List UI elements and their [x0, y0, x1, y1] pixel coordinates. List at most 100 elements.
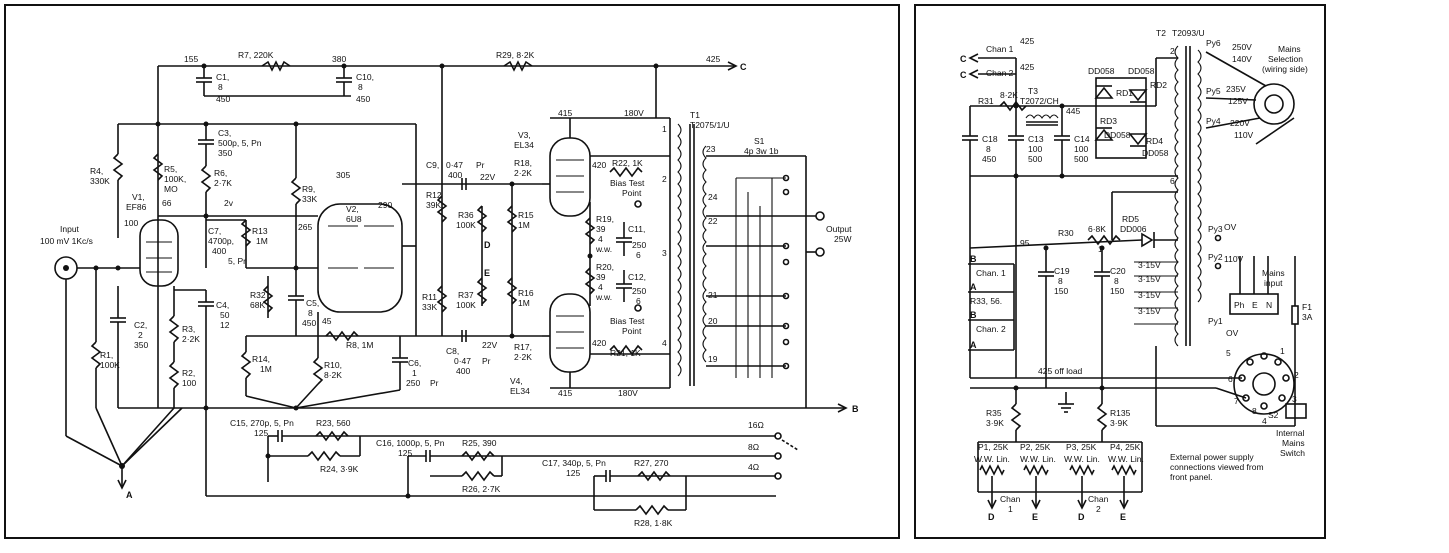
chan-1-num: 1 — [1008, 504, 1013, 514]
r20-watts: 4 — [598, 282, 603, 292]
r19-type: w.w. — [595, 244, 612, 254]
t2-pin-2: 2 — [1170, 46, 1175, 56]
t1-ref: T1 — [690, 110, 700, 120]
octal-pin-5: 5 — [1226, 348, 1231, 358]
r3-value: 2·2K — [182, 334, 200, 344]
c3-ref: C3, — [218, 128, 231, 138]
c17-label: C17, 340p, 5, Pn — [542, 458, 606, 468]
c2-value: 2 — [138, 330, 143, 340]
c5-voltage: 450 — [302, 318, 316, 328]
py3: Py3 — [1208, 224, 1223, 234]
r23-label: R23, 560 — [316, 418, 351, 428]
c18-ref: C18 — [982, 134, 998, 144]
c2-ref: C2, — [134, 320, 147, 330]
c7-value: 4700p, — [208, 236, 234, 246]
t3-type: T2072/CH — [1020, 96, 1059, 106]
c1-value: 8 — [218, 82, 223, 92]
node-22v-bottom: 22V — [482, 340, 497, 350]
bias-test-top-2: Point — [622, 188, 642, 198]
s2-label-3: Switch — [1280, 448, 1305, 458]
r18-ref: R18, — [514, 158, 532, 168]
py1: Py1 — [1208, 316, 1223, 326]
r28-label: R28, 1·8K — [634, 518, 673, 528]
r16-ref: R16 — [518, 288, 534, 298]
r4-ref: R4, — [90, 166, 103, 176]
rd1-type: DD058 — [1088, 66, 1115, 76]
s2-label-1: Internal — [1276, 428, 1304, 438]
f1-value: 3A — [1302, 312, 1313, 322]
c13-voltage: 500 — [1028, 154, 1042, 164]
output-terminal-2[interactable] — [815, 247, 825, 257]
py4: Py4 — [1206, 116, 1221, 126]
node-425-dup: 425 — [1020, 36, 1034, 46]
c17-voltage: 125 — [566, 468, 580, 478]
t3-ref: T3 — [1028, 86, 1038, 96]
r33-label: R33, 56. — [970, 296, 1002, 306]
v1-ref: V1, — [132, 192, 145, 202]
c4-ref: C4, — [216, 300, 229, 310]
r6-value: 2·7K — [214, 178, 232, 188]
t2-pin-6: 6 — [1170, 176, 1175, 186]
r24-label: R24, 3·9K — [320, 464, 359, 474]
r22-label: R22, 1K — [612, 158, 643, 168]
c18-value: 8 — [986, 144, 991, 154]
c7-type: 5, Pr — [228, 256, 246, 266]
tap-8: 8Ω — [748, 442, 759, 452]
r35-ref: R35 — [986, 408, 1002, 418]
c11-ref: C11, — [628, 224, 645, 234]
r32-value: 68K — [250, 300, 265, 310]
c12-ref: C12, — [628, 272, 646, 282]
tap-ov: OV — [1224, 222, 1237, 232]
r30-ref: R30 — [1058, 228, 1074, 238]
c20-value: 8 — [1114, 276, 1119, 286]
ext-supply-3: front panel. — [1170, 472, 1213, 482]
node-180v-top: 180V — [624, 108, 644, 118]
octal-pin-3: 3 — [1292, 394, 1297, 404]
chan1-b: B — [970, 254, 977, 264]
r5-ref: R5, — [164, 164, 177, 174]
c7-voltage: 400 — [212, 246, 226, 256]
c19-voltage: 150 — [1054, 286, 1068, 296]
terminal-a: A — [126, 490, 133, 500]
bias-test-point-bottom[interactable] — [634, 304, 642, 312]
t1-type: T2075/1/U — [690, 120, 730, 130]
r16-value: 1M — [518, 298, 530, 308]
r5-value: 100K, — [164, 174, 186, 184]
r20-value: 39 — [596, 272, 606, 282]
r27-label: R27, 270 — [634, 458, 669, 468]
v-220: 220V — [1230, 118, 1250, 128]
v3-ref: V3, — [518, 130, 531, 140]
p1-type: W.W. Lin. — [974, 454, 1010, 464]
heater-2: 3·15V — [1138, 274, 1161, 284]
v2-ref: V2, — [346, 204, 359, 214]
r19-value: 39 — [596, 224, 606, 234]
tap-4: 4Ω — [748, 462, 759, 472]
v1-type: EF86 — [126, 202, 147, 212]
internal-mains-switch[interactable] — [1285, 403, 1307, 419]
c11-value: 250 — [632, 240, 646, 250]
t1-pin-21: 21 — [708, 290, 718, 300]
rd2-ref: RD2 — [1150, 80, 1167, 90]
output-power: 25W — [834, 234, 851, 244]
p4-ref: P4, 25K — [1110, 442, 1141, 452]
output-terminal-1[interactable] — [815, 211, 825, 221]
power-socket[interactable] — [1233, 353, 1295, 415]
mains-pin-ph: Ph — [1234, 300, 1245, 310]
e-term-1: E — [1032, 512, 1038, 522]
bias-test-point-top[interactable] — [634, 200, 642, 208]
output-label: Output — [826, 224, 852, 234]
r1-ref: R1, — [100, 350, 113, 360]
r18-value: 2·2K — [514, 168, 532, 178]
node-155: 155 — [184, 54, 198, 64]
c4-voltage: 12 — [220, 320, 230, 330]
c14-voltage: 500 — [1074, 154, 1088, 164]
rd5-type: DD006 — [1120, 224, 1147, 234]
mains-selector[interactable] — [1253, 83, 1295, 125]
t2-ref: T2 — [1156, 28, 1166, 38]
c3-voltage: 350 — [218, 148, 232, 158]
mains-selection-1: Mains — [1278, 44, 1301, 54]
v4-ref: V4, — [510, 376, 523, 386]
r12-value: 39K — [426, 200, 441, 210]
r19-watts: 4 — [598, 234, 603, 244]
c5-ref: C5, — [306, 298, 319, 308]
